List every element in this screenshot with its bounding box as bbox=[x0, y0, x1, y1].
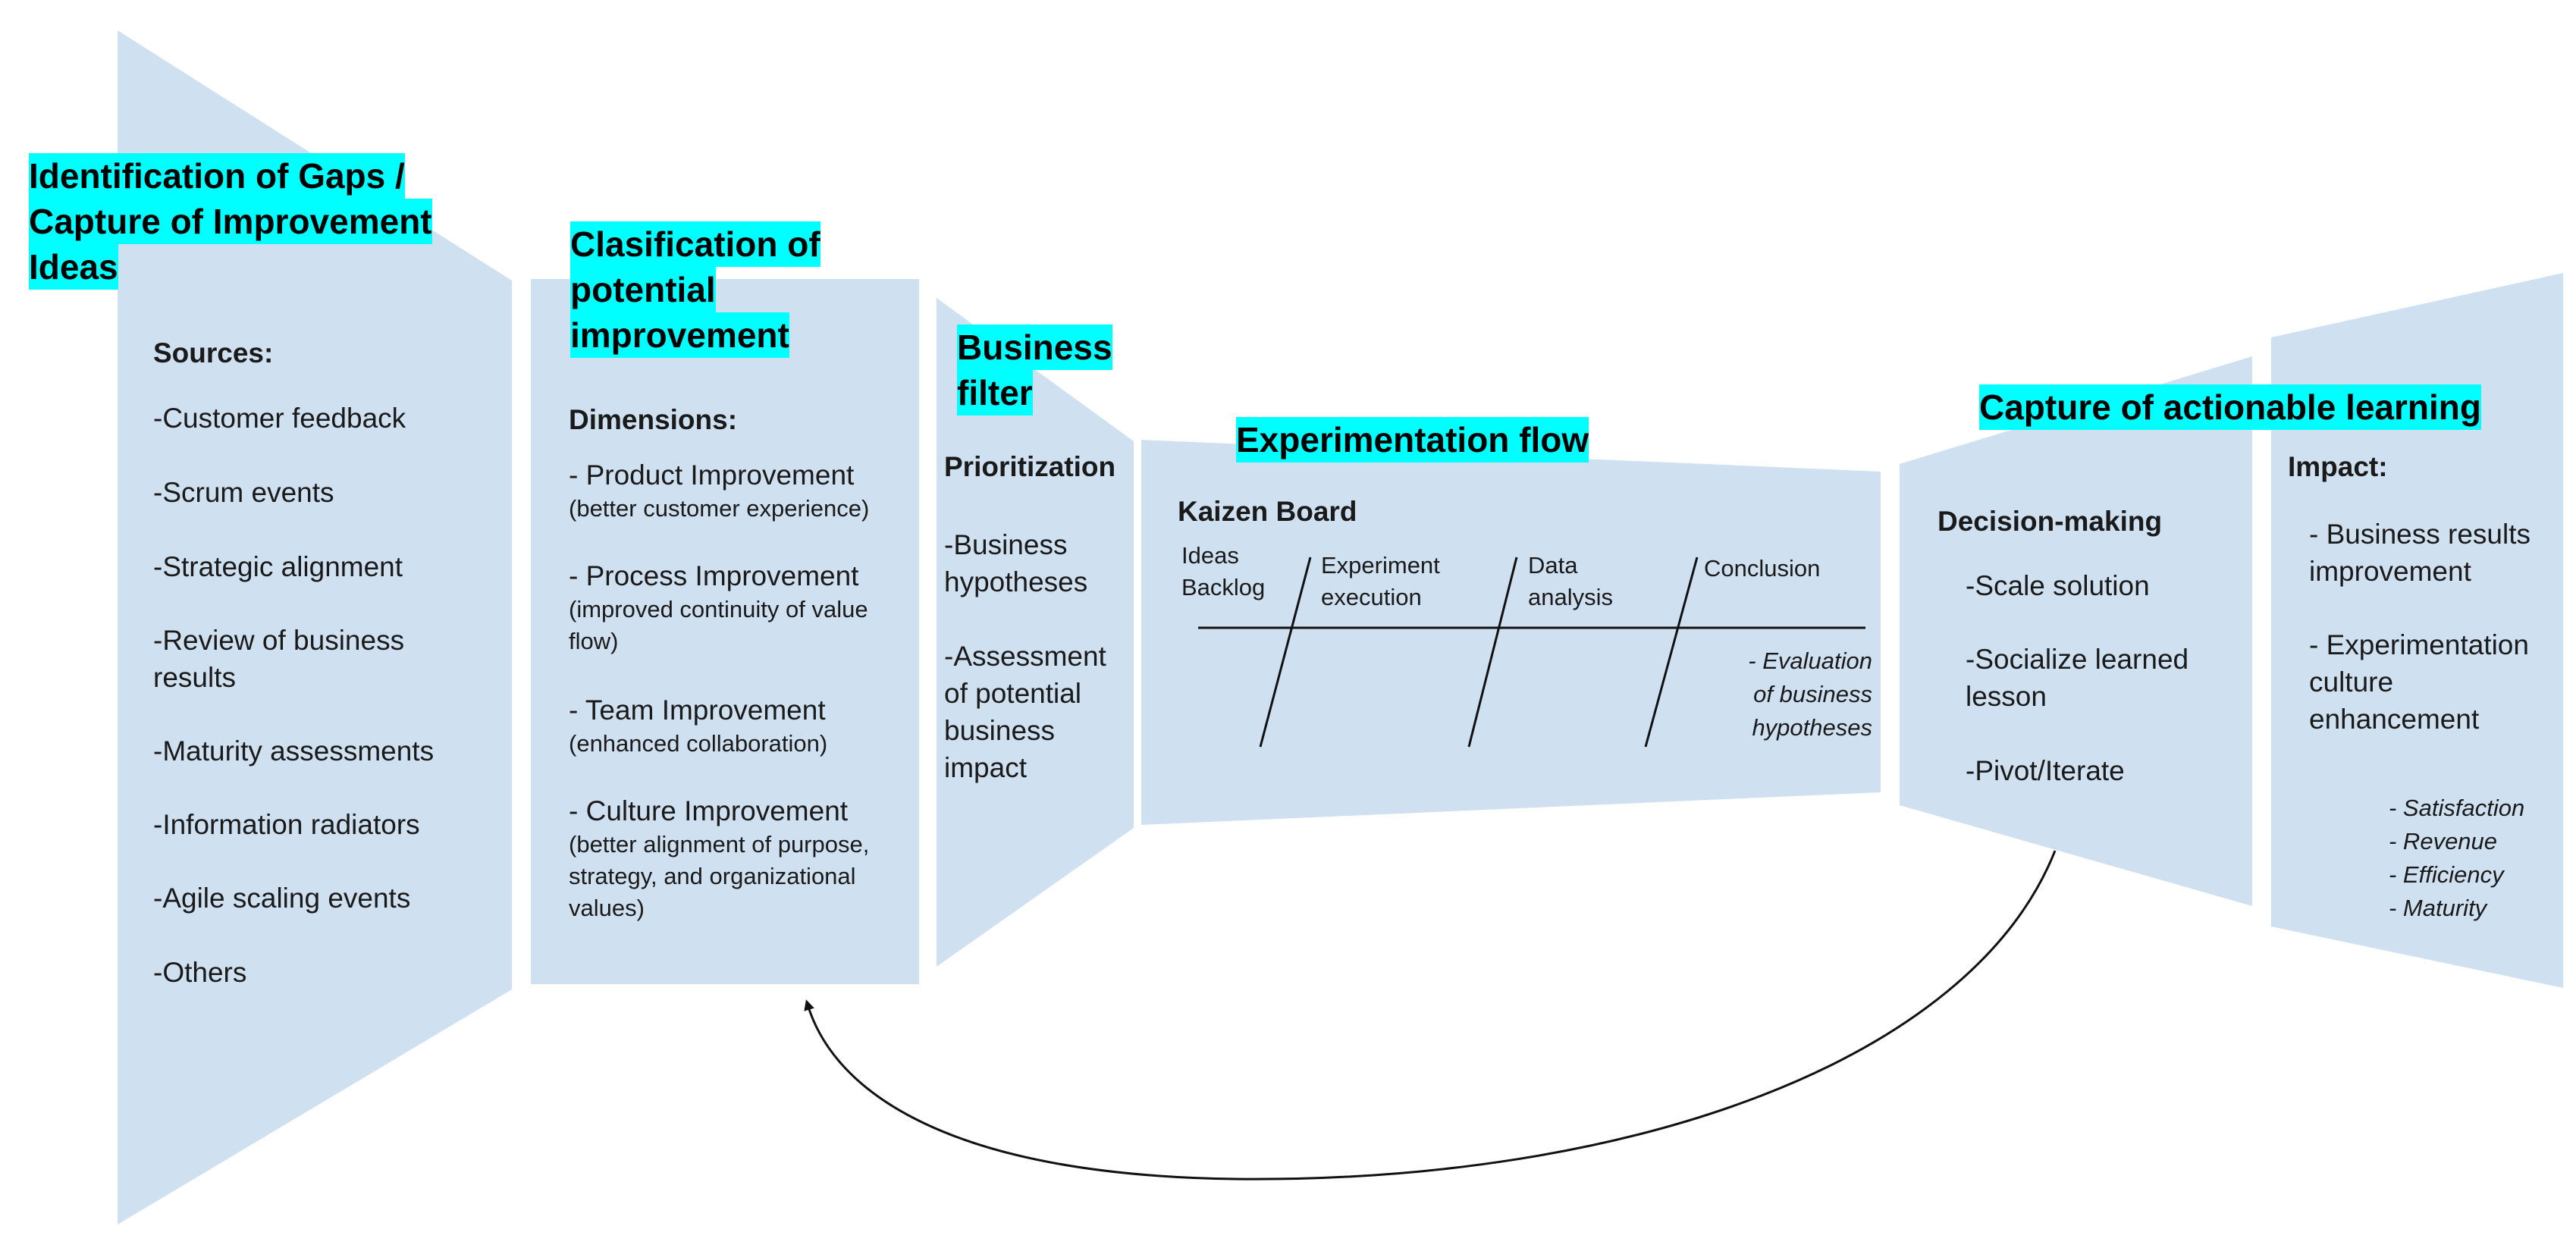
filter-title-line: filter bbox=[957, 370, 1033, 415]
learning-title: Capture of actionable learning bbox=[1979, 384, 2481, 430]
classification-dimension: - Culture Improvement bbox=[569, 795, 849, 826]
experimentation-title-line: Experimentation flow bbox=[1236, 417, 1589, 463]
experimentation-title: Experimentation flow bbox=[1236, 417, 1589, 463]
learning-heading: Decision-making bbox=[1937, 506, 2163, 537]
filter-item: of potential bbox=[944, 678, 1082, 709]
learning-title-line: Capture of actionable learning bbox=[1979, 384, 2481, 430]
classification-dimension: - Process Improvement bbox=[569, 560, 859, 591]
learning-panel bbox=[1900, 356, 2252, 906]
classification-dimension-note: (improved continuity of value bbox=[569, 596, 868, 622]
impact-item: enhancement bbox=[2309, 704, 2480, 735]
kaizen-column-data-analysis: analysis bbox=[1528, 584, 1613, 610]
impact-item: - Business results bbox=[2309, 519, 2531, 550]
impact-metric: - Satisfaction bbox=[2389, 795, 2525, 821]
filter-title: Business filter bbox=[957, 325, 1112, 415]
gaps-title-line: Ideas bbox=[29, 244, 118, 290]
classification-dimension: - Product Improvement bbox=[569, 459, 855, 491]
filter-item: -Business bbox=[944, 529, 1068, 560]
gaps-item: -Maturity assessments bbox=[153, 735, 435, 767]
impact-metric: - Maturity bbox=[2389, 895, 2487, 921]
learning-item: -Pivot/Iterate bbox=[1966, 755, 2125, 786]
kaizen-evaluation-note-line: hypotheses bbox=[1752, 714, 1872, 741]
classification-title-line: improvement bbox=[570, 312, 789, 358]
classification-dimension-note: values) bbox=[569, 895, 645, 921]
filter-heading: Prioritization bbox=[944, 451, 1116, 482]
gaps-title-line: Capture of Improvement bbox=[29, 199, 432, 244]
classification-title-line: potential bbox=[570, 267, 716, 312]
classification-dimension-note: strategy, and organizational bbox=[569, 863, 856, 889]
impact-panel bbox=[2271, 273, 2563, 988]
gaps-item: -Scrum events bbox=[153, 477, 334, 508]
kaizen-divider-1 bbox=[1259, 557, 1312, 748]
learning-item: -Socialize learned bbox=[1966, 644, 2189, 675]
impact-heading: Impact: bbox=[2288, 451, 2388, 482]
gaps-item: -Customer feedback bbox=[153, 403, 406, 434]
learning-item: -Scale solution bbox=[1966, 570, 2150, 601]
kaizen-divider-2 bbox=[1467, 557, 1518, 748]
gaps-heading: Sources: bbox=[153, 337, 274, 368]
classification-title: Clasification of potential improvement bbox=[570, 221, 820, 358]
gaps-title: Identification of Gaps / Capture of Impr… bbox=[29, 153, 432, 290]
gaps-item: -Others bbox=[153, 957, 247, 988]
classification-title-line: Clasification of bbox=[570, 221, 820, 267]
gaps-item: -Agile scaling events bbox=[153, 883, 411, 914]
gaps-item: results bbox=[153, 662, 236, 693]
classification-panel bbox=[531, 279, 919, 984]
kaizen-divider-3 bbox=[1644, 557, 1699, 748]
impact-item: improvement bbox=[2309, 556, 2471, 587]
kaizen-column-ideas-backlog: Ideas bbox=[1181, 542, 1239, 569]
kaizen-column-conclusion: Conclusion bbox=[1704, 555, 1821, 582]
impact-item: - Experimentation bbox=[2309, 629, 2529, 660]
kaizen-evaluation-note: - Evaluation of business hypotheses bbox=[1748, 644, 1872, 745]
filter-panel bbox=[937, 298, 1134, 967]
gaps-panel bbox=[118, 30, 512, 1224]
impact-item: culture bbox=[2309, 666, 2394, 698]
feedback-loop-arrow bbox=[804, 850, 2057, 1181]
kaizen-board-title: Kaizen Board bbox=[1178, 496, 1357, 527]
filter-item: business bbox=[944, 715, 1056, 746]
classification-heading: Dimensions: bbox=[569, 404, 738, 435]
filter-item: -Assessment bbox=[944, 641, 1106, 672]
kaizen-column-ideas-backlog: Backlog bbox=[1181, 574, 1266, 600]
classification-dimension: - Team Improvement bbox=[569, 695, 826, 726]
classification-dimension-note: flow) bbox=[569, 628, 619, 654]
impact-metrics: - Satisfaction - Revenue - Efficiency - … bbox=[2389, 792, 2524, 925]
filter-item: hypotheses bbox=[944, 566, 1088, 597]
filter-title-line: Business bbox=[957, 325, 1112, 370]
gaps-item: -Strategic alignment bbox=[153, 551, 403, 582]
experimentation-panel bbox=[1141, 440, 1881, 825]
gaps-item: -Review of business bbox=[153, 625, 405, 656]
filter-item: impact bbox=[944, 752, 1027, 783]
impact-metric: - Revenue bbox=[2389, 828, 2498, 854]
kaizen-column-data-analysis: Data bbox=[1528, 552, 1578, 579]
kaizen-column-experiment-execution: Experiment bbox=[1321, 552, 1440, 579]
classification-dimension-note: (better alignment of purpose, bbox=[569, 831, 870, 858]
learning-item: lesson bbox=[1966, 681, 2047, 712]
kaizen-column-experiment-execution: execution bbox=[1321, 584, 1422, 610]
classification-dimension-note: (better customer experience) bbox=[569, 495, 870, 522]
gaps-title-line: Identification of Gaps / bbox=[29, 153, 405, 199]
impact-metric: - Efficiency bbox=[2389, 861, 2504, 888]
gaps-item: -Information radiators bbox=[153, 809, 420, 840]
kaizen-evaluation-note-line: of business bbox=[1753, 681, 1872, 707]
kaizen-evaluation-note-line: - Evaluation bbox=[1748, 648, 1872, 674]
classification-dimension-note: (enhanced collaboration) bbox=[569, 730, 828, 757]
